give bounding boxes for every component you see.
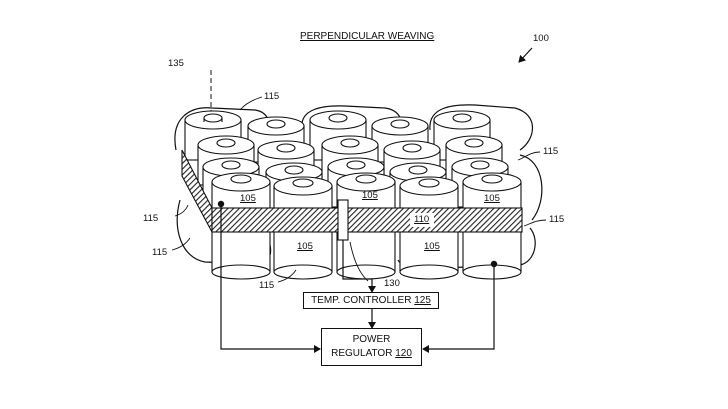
sensor-130 xyxy=(337,199,349,241)
ref-right-upper-label: 115 xyxy=(543,146,559,157)
figure-ref-arrow xyxy=(518,47,533,63)
figure-ref-label: 100 xyxy=(533,33,549,44)
ref-right-lower-label: 115 xyxy=(549,214,565,225)
leader-lines xyxy=(171,96,547,283)
wiring xyxy=(220,204,495,353)
temp-controller-box: TEMP. CONTROLLER 125 xyxy=(303,292,439,309)
power-regulator-ref: 120 xyxy=(395,348,412,359)
temp-controller-ref: 125 xyxy=(414,295,431,306)
ref-left-lower-label: 115 xyxy=(152,247,168,258)
cell-label: 105 xyxy=(297,241,313,252)
cell-label: 105 xyxy=(362,190,378,201)
power-regulator-line2: REGULATOR xyxy=(331,348,393,359)
cell-label: 105 xyxy=(484,193,500,204)
ref-axis-label: 135 xyxy=(168,58,184,69)
power-regulator-line1: POWER xyxy=(352,334,391,345)
temp-controller-text: TEMP. CONTROLLER xyxy=(311,295,412,306)
diagram-title: PERPENDICULAR WEAVING xyxy=(300,31,435,42)
power-regulator-box: POWER REGULATOR 120 xyxy=(321,328,422,366)
hatched-band xyxy=(211,207,523,233)
terminal-left xyxy=(217,200,225,208)
cell-label: 105 xyxy=(424,241,440,252)
ref-cell-top-label: 115 xyxy=(264,91,280,102)
band-label-bg xyxy=(410,213,434,227)
ref-left-upper-label: 115 xyxy=(143,213,159,224)
band-label: 110 xyxy=(414,214,430,225)
cell-label: 105 xyxy=(240,193,256,204)
back-cells xyxy=(184,110,509,211)
terminal-right xyxy=(490,260,498,268)
ref-bottom-label: 115 xyxy=(259,280,275,291)
ref-sensor-label: 130 xyxy=(384,278,400,289)
